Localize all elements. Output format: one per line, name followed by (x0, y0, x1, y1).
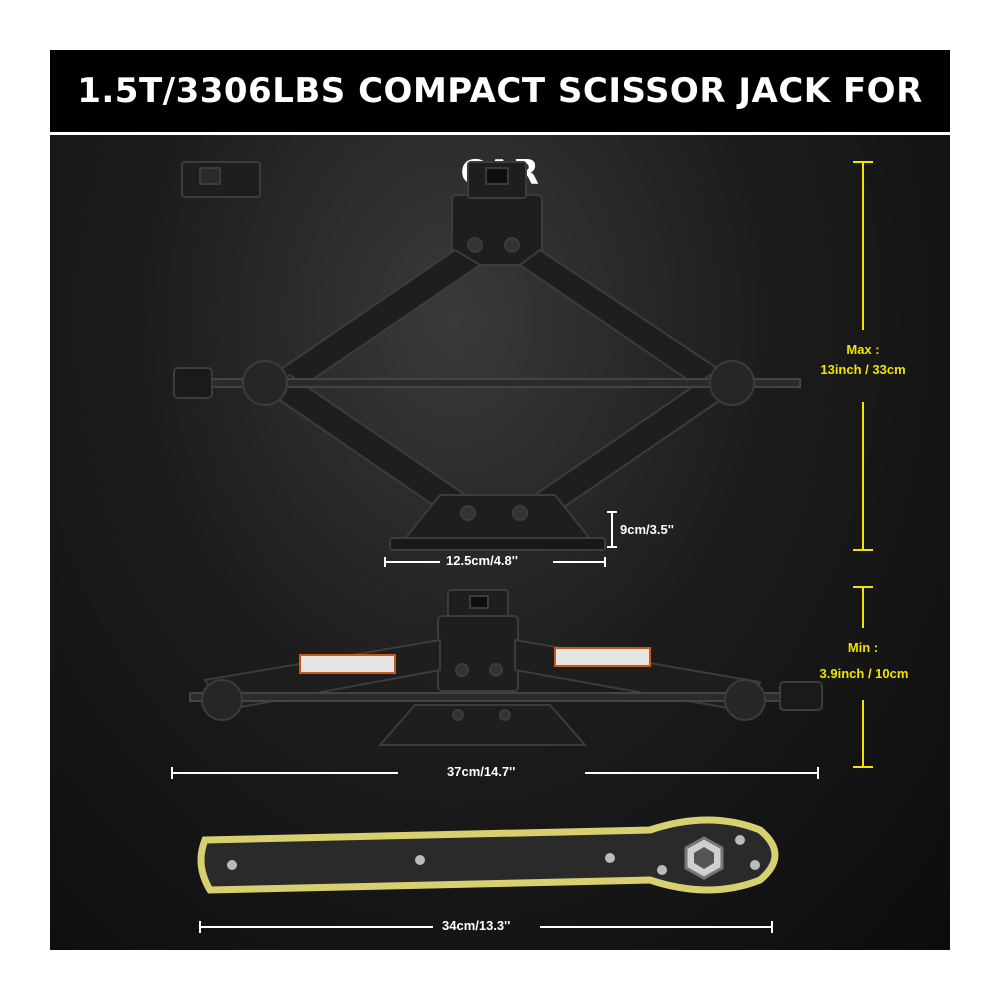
min-height-label: Min : (847, 640, 879, 655)
base-height-label: 9cm/3.5'' (620, 522, 674, 537)
title-divider (50, 132, 950, 135)
scissor-jack-extended (173, 161, 801, 551)
scissor-jack-collapsed (189, 589, 823, 746)
max-height-value: 13inch / 33cm (820, 362, 906, 377)
max-height-label: Max : (846, 342, 880, 357)
product-artwork (171, 161, 873, 933)
title-bar (50, 50, 950, 132)
min-height-value: 3.9inch / 10cm (819, 666, 909, 681)
jack-length-label: 37cm/14.7'' (447, 764, 516, 779)
dimension-lines (171, 511, 819, 933)
product-banner: 1.5T/3306LBS COMPACT SCISSOR JACK FOR CA… (50, 50, 950, 950)
wrench-length-label: 34cm/13.3'' (442, 918, 511, 933)
base-width-label: 12.5cm/4.8'' (446, 553, 518, 568)
ratchet-wrench (197, 816, 779, 894)
banner-title: 1.5T/3306LBS COMPACT SCISSOR JACK FOR CA… (77, 71, 923, 193)
height-dimension-lines (853, 161, 873, 768)
